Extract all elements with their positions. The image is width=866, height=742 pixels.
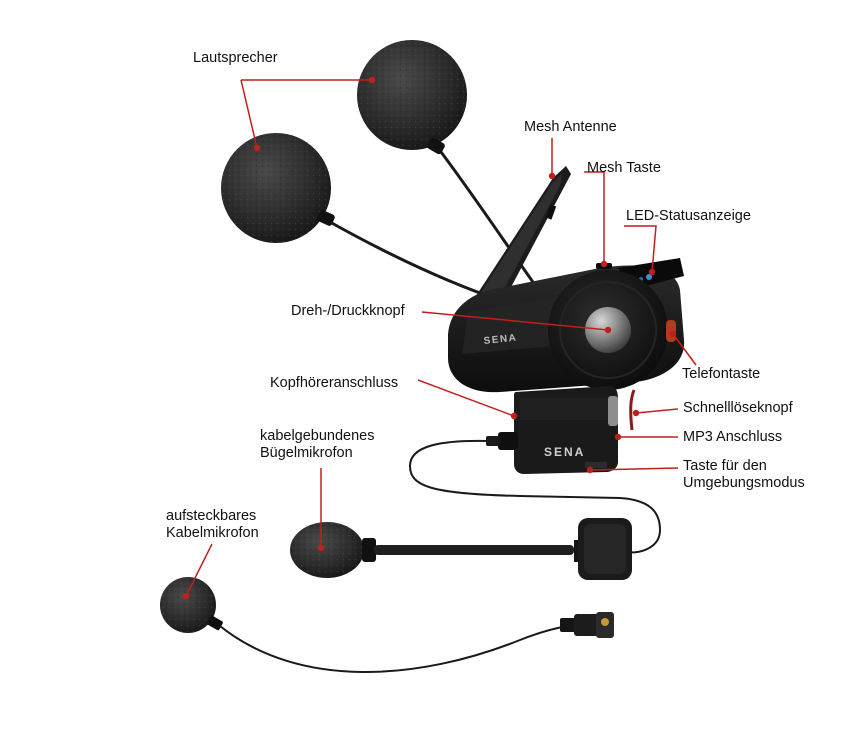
leader-speakers-lower <box>240 79 258 149</box>
leader-mesh-button <box>584 171 605 264</box>
brand-logo-clamp: SENA <box>544 445 585 459</box>
label-headphone-port: Kopfhöreranschluss <box>270 375 399 391</box>
leader-lines <box>185 79 697 597</box>
clamp-unit <box>486 386 636 474</box>
label-mp3-port: MP3 Anschluss <box>683 429 783 445</box>
mesh-antenna <box>472 166 571 308</box>
wired-boom-mic <box>290 518 632 580</box>
label-jog-dial: Dreh-/Druckknopf <box>291 303 405 319</box>
plugin-cable-mic <box>160 577 614 673</box>
leader-headphone-port <box>417 379 515 417</box>
speaker-cable-lower <box>329 220 506 304</box>
label-quick-release: Schnelllöseknopf <box>683 400 793 416</box>
leader-plugin-mic <box>185 543 213 597</box>
leader-jog-dial <box>421 311 609 331</box>
leader-ambient-button <box>589 467 679 471</box>
boom-mic-cable <box>408 439 662 554</box>
main-unit <box>448 258 685 393</box>
label-wired-boom-mic-line2: Bügelmikrofon <box>260 445 353 461</box>
leader-phone-button <box>672 333 697 366</box>
speaker-lower <box>221 133 335 243</box>
label-plugin-mic-line1: aufsteckbares <box>166 508 257 524</box>
leader-dots <box>182 76 677 600</box>
speaker-upper <box>357 40 467 155</box>
brand-logo-main-unit: SENA <box>483 333 518 347</box>
label-wired-boom-mic: kabelgebundenes Bügelmikrofon <box>260 428 375 462</box>
label-wired-boom-mic-line1: kabelgebundenes <box>260 428 375 444</box>
label-ambient-button-line1: Taste für den <box>683 458 767 474</box>
label-plugin-mic: aufsteckbares Kabelmikrofon <box>166 508 259 542</box>
label-mesh-button: Mesh Taste <box>587 160 661 176</box>
label-ambient-button-line2: Umgebungsmodus <box>683 475 805 491</box>
label-mesh-antenna: Mesh Antenne <box>524 119 617 135</box>
speaker-cable-upper <box>436 147 542 293</box>
leader-led-status <box>624 225 657 273</box>
label-plugin-mic-line2: Kabelmikrofon <box>166 525 259 541</box>
leader-quick-release <box>635 408 679 414</box>
label-led-status: LED-Statusanzeige <box>626 208 751 224</box>
label-speakers: Lautsprecher <box>193 50 278 66</box>
label-phone-button: Telefontaste <box>682 366 761 382</box>
label-ambient-button: Taste für den Umgebungsmodus <box>683 458 805 492</box>
